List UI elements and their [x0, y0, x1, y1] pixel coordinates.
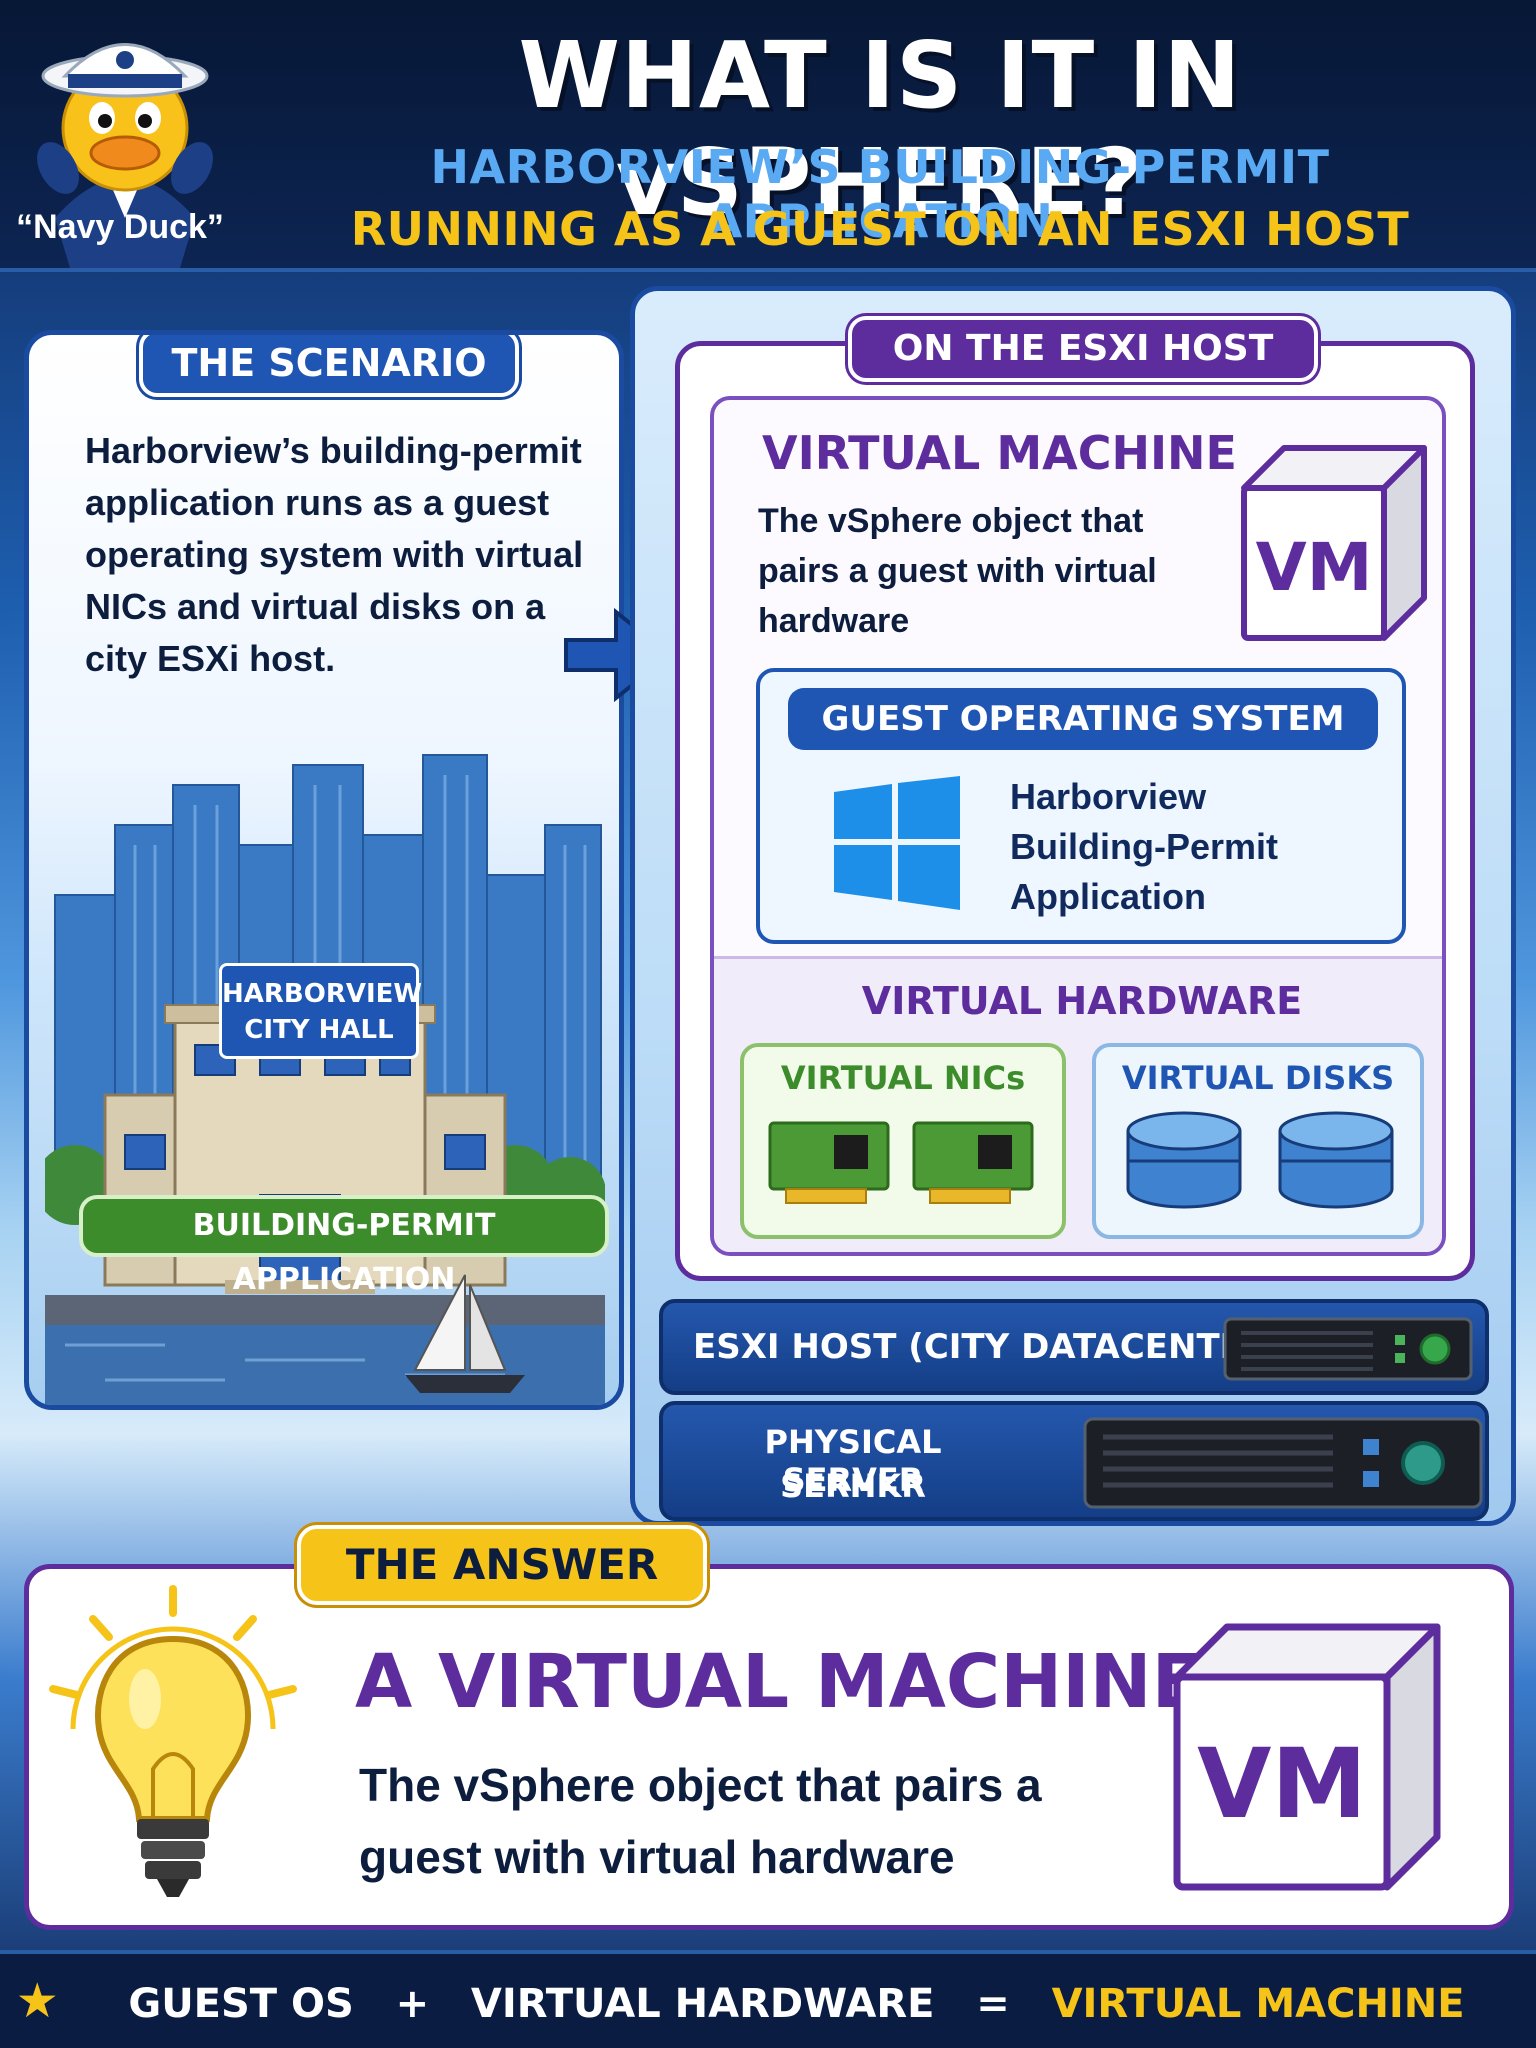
virtual-nics-title: VIRTUAL NICs — [780, 1059, 1026, 1097]
vm-cube-icon: VM — [1241, 445, 1427, 641]
physical-server-bar: PHYSICAL SERVER SERHKR — [659, 1401, 1489, 1521]
windows-logo-icon — [834, 776, 960, 910]
vm-cube-icon: VM — [1173, 1623, 1441, 1891]
physical-server-label-1: PHYSICAL SERVER — [764, 1423, 942, 1499]
esxi-host-box: ON THE ESXI HOST VIRTUAL MACHINE The vSp… — [675, 316, 1475, 1281]
virtual-disks-title: VIRTUAL DISKS — [1121, 1059, 1395, 1097]
answer-description: The vSphere object that pairs a guest wi… — [359, 1759, 1042, 1883]
footer-equation: ★ GUEST OS + VIRTUAL HARDWARE = VIRTUAL … — [0, 1954, 1536, 2048]
esxi-host-badge: ON THE ESXI HOST — [848, 316, 1318, 382]
lightbulb-icon — [49, 1585, 297, 1897]
answer-panel: THE ANSWER A VIRTUAL MACHINE The vSphere… — [24, 1525, 1514, 1930]
scenario-text: Harborview’s building-permit application… — [85, 430, 584, 679]
footer-result: VIRTUAL MACHINE — [1051, 1981, 1465, 2027]
virtual-disks-box: VIRTUAL DISKS — [1092, 1043, 1424, 1239]
footer-plus: + — [395, 1981, 430, 2027]
navy-duck-mascot-icon — [37, 43, 213, 268]
guest-os-box: GUEST OPERATING SYSTEM Harborview Buildi… — [756, 668, 1406, 944]
virtual-nics-box: VIRTUAL NICs — [740, 1043, 1066, 1239]
guest-app-line3: Application — [1010, 876, 1206, 917]
answer-title: A VIRTUAL MACHINE — [355, 1639, 1203, 1725]
subtitle-line-1: HARBORVIEW’S BUILDING-PERMIT APPLICATION — [430, 140, 1330, 248]
permit-application-badge: BUILDING-PERMIT APPLICATION — [79, 1195, 609, 1297]
guest-os-badge: GUEST OPERATING SYSTEM — [788, 688, 1378, 750]
guest-app-line1: Harborview — [1010, 776, 1207, 817]
header: “Navy Duck” WHAT IS IT IN vSPHERE? HARBO… — [0, 0, 1536, 272]
esxi-column: ON THE ESXI HOST VIRTUAL MACHINE The vSp… — [630, 286, 1516, 1526]
mascot-caption: “Navy Duck” — [16, 208, 224, 246]
vm-cube-label: VM — [1197, 1728, 1367, 1840]
esxi-host-bar: ESXI HOST (CITY DATACENTER) — [659, 1299, 1489, 1395]
vm-cube-label: VM — [1256, 529, 1373, 606]
virtual-hardware-section: VIRTUAL HARDWARE VIRTUAL NICs — [714, 956, 1442, 1252]
city-hall-sign: HARBORVIEW CITY HALL — [219, 963, 423, 1059]
footer-equals: = — [976, 1981, 1010, 2027]
guest-app-name: Harborview Building-Permit Application — [1010, 772, 1390, 922]
answer-badge: THE ANSWER — [297, 1525, 707, 1605]
scenario-panel: THE SCENARIO Harborview’s building-permi… — [24, 330, 624, 1410]
vm-title: VIRTUAL MACHINE — [762, 426, 1237, 480]
page-title: WHAT IS IT IN vSPHERE? — [518, 22, 1242, 236]
star-icon: ★ — [15, 1973, 59, 2029]
city-hall-sign-line2: CITY HALL — [244, 1015, 394, 1045]
city-hall-sign-line1: HARBORVIEW — [222, 979, 423, 1009]
subtitle-line-2: RUNNING AS A GUEST ON AN ESXI HOST — [350, 202, 1410, 256]
rack-server-icon — [1223, 1317, 1473, 1381]
scenario-badge: THE SCENARIO — [139, 335, 519, 397]
vm-description: The vSphere object that pairs a guest wi… — [758, 502, 1157, 640]
esxi-host-label: ESXI HOST (CITY DATACENTER) — [693, 1327, 1285, 1367]
physical-server-label-2: SERHKR — [780, 1467, 926, 1505]
virtual-machine-box: VIRTUAL MACHINE The vSphere object that … — [710, 396, 1446, 1256]
footer: ★ GUEST OS + VIRTUAL HARDWARE = VIRTUAL … — [0, 1950, 1536, 2048]
disk-cylinders-icon — [1126, 1111, 1394, 1209]
virtual-hardware-title: VIRTUAL HARDWARE — [861, 979, 1303, 1023]
footer-term-virtual-hardware: VIRTUAL HARDWARE — [470, 1981, 935, 2027]
physical-server-icon — [1083, 1417, 1483, 1509]
nic-cards-icon — [768, 1121, 1034, 1204]
guest-app-line2: Building-Permit — [1010, 826, 1278, 867]
footer-term-guest-os: GUEST OS — [128, 1981, 354, 2027]
